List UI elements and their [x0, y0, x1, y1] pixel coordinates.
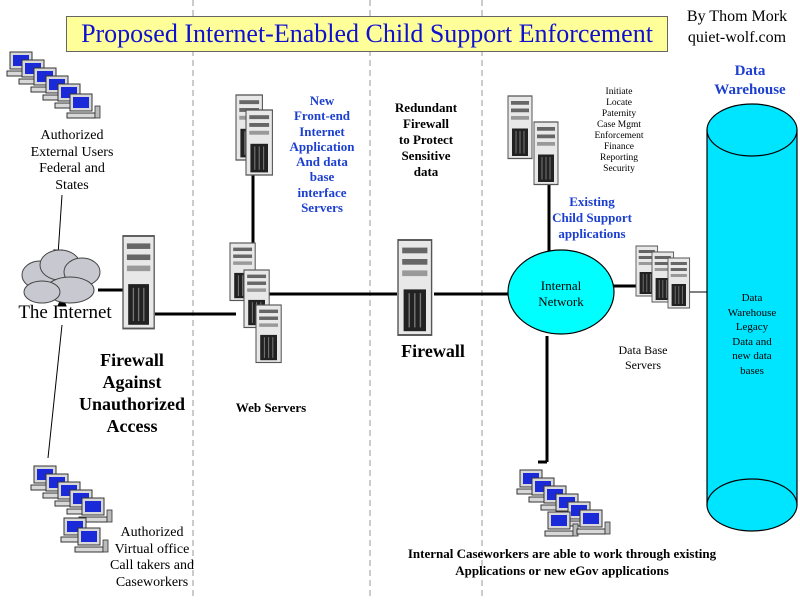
network-lines [98, 166, 640, 464]
data-warehouse-title: Data Warehouse [714, 63, 786, 98]
frontend-server-icons [235, 94, 274, 176]
internet-label: The Internet [18, 302, 112, 323]
firewall-label: Firewall [401, 341, 465, 361]
caseworkers-caption: Internal Caseworkers are able to work th… [407, 546, 717, 578]
new-frontend-label: New Front-end Internet Application And d… [289, 93, 355, 216]
byline-author: By Thom Mork [686, 8, 788, 25]
web-servers-label: Web Servers [235, 400, 307, 415]
redundant-firewall-label: Redundant Firewall to Protect Sensitive … [394, 100, 458, 179]
byline-site: quiet-wolf.com [687, 29, 787, 46]
external-users-label: Authorized External Users Federal and St… [30, 128, 114, 193]
database-server-icons [635, 245, 691, 309]
virtual-office-label: Authorized Virtual office Call takers an… [110, 525, 194, 590]
data-warehouse-cylinder-icon [706, 103, 798, 532]
db-servers-label: Data Base Servers [618, 343, 668, 372]
firewall-tower-icon [397, 239, 433, 336]
section-dividers [192, 0, 483, 600]
internet-cloud-icon [21, 249, 101, 304]
application-functions-list: Initiate Locate Paternity Case Mgmt Enfo… [594, 87, 644, 174]
byline: By Thom Mork quiet-wolf.com [676, 6, 798, 48]
external-users-computers [6, 51, 101, 119]
caseworker-computers [516, 469, 611, 537]
page-title: Proposed Internet-Enabled Child Support … [66, 16, 668, 52]
internal-network-label: Internal Network [538, 278, 584, 309]
firewall-unauthorized-label: Firewall Against Unauthorized Access [78, 350, 185, 436]
firewall-unauthorized-tower-icon [122, 235, 156, 330]
data-warehouse-contents-label: Data Warehouse Legacy Data and new data … [727, 292, 777, 377]
application-server-icons [507, 95, 559, 186]
existing-apps-label: Existing Child Support applications [552, 194, 632, 241]
internal-network-ellipse-icon [507, 249, 615, 335]
web-server-icons [229, 242, 282, 364]
